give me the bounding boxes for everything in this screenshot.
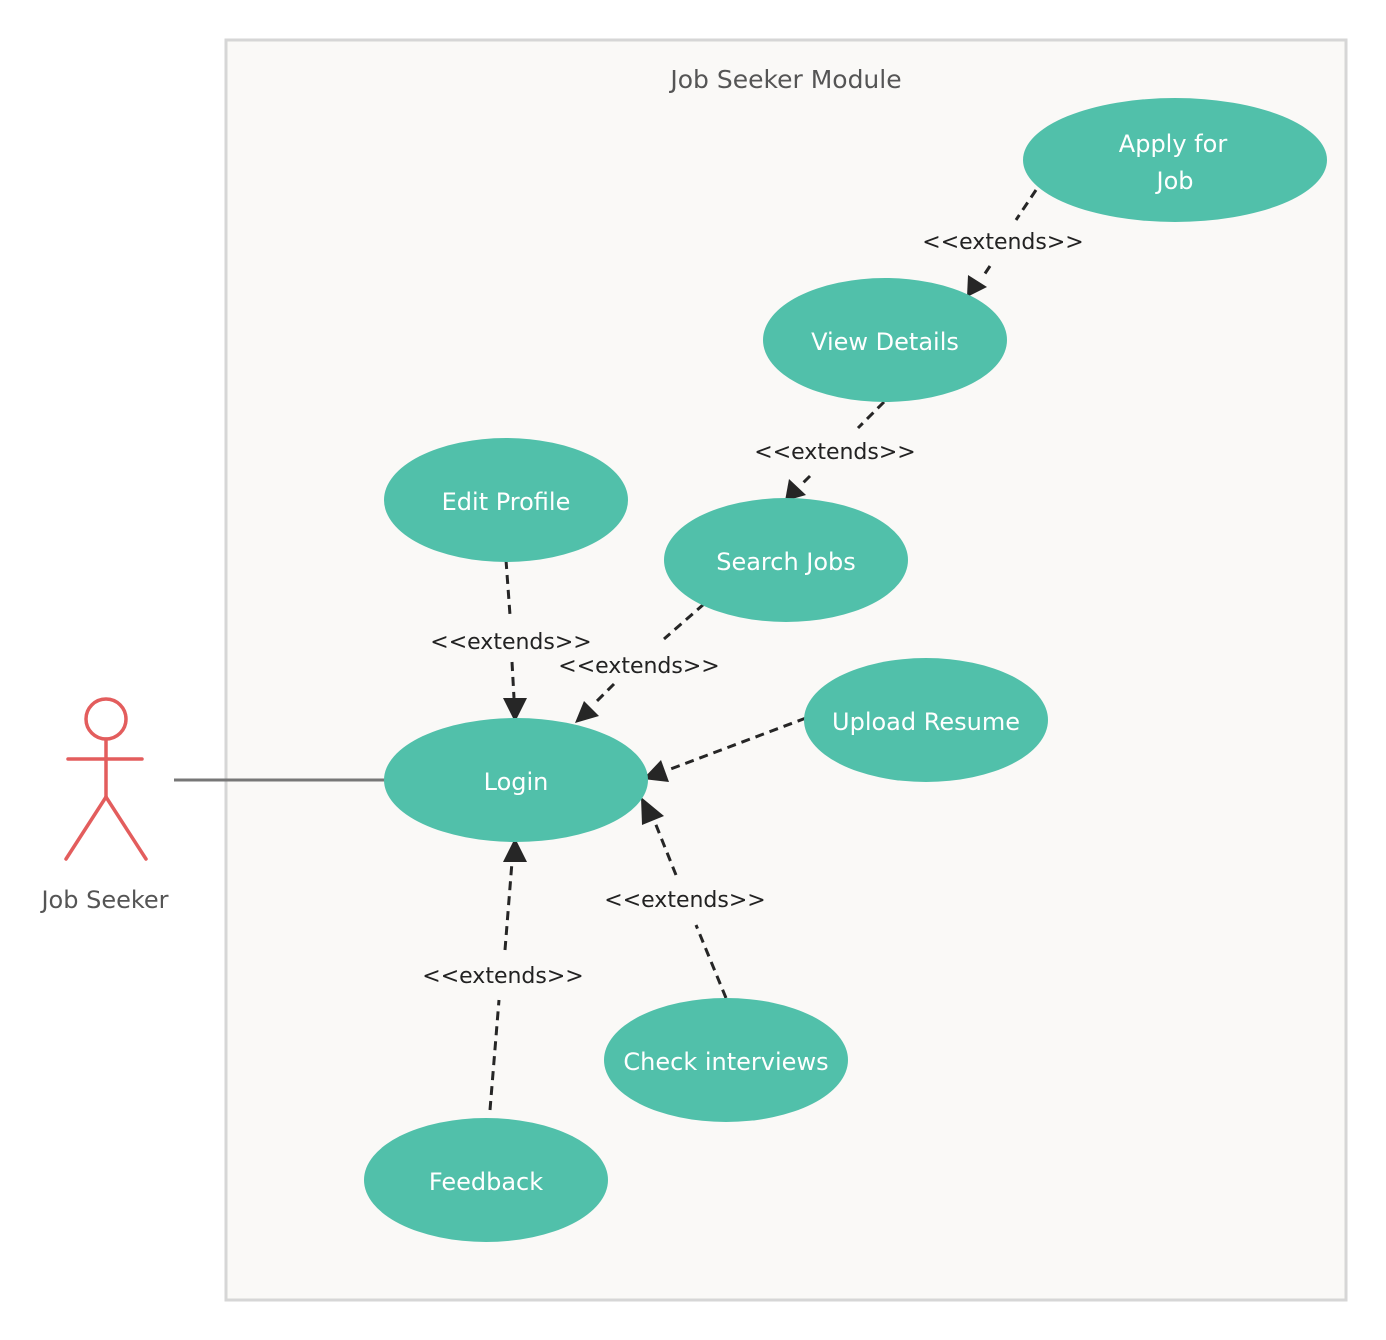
extends-label: <<extends>> (604, 888, 765, 913)
usecase-ellipse (804, 658, 1048, 782)
usecase-search-jobs: Search Jobs (664, 498, 908, 622)
dependency-line (663, 602, 705, 641)
usecase-feedback: Feedback (364, 1118, 608, 1242)
usecase-label: Edit Profile (442, 488, 571, 516)
dependency-line (694, 924, 728, 999)
dependency-line (1014, 189, 1038, 221)
actor-left-leg (64, 795, 108, 861)
usecase-view-details: View Details (763, 278, 1007, 402)
usecase-check-interviews: Check interviews (604, 998, 848, 1122)
usecase-label: Login (484, 768, 549, 796)
usecase-label: Feedback (429, 1168, 543, 1196)
extends-view-to-search: <<extends>> (754, 400, 916, 501)
actor-head (84, 697, 128, 741)
arrowhead (503, 838, 527, 862)
extends-search-to-login: <<extends>> (558, 602, 720, 723)
usecase-label-line-2: Job (1155, 167, 1194, 195)
extends-label: <<extends>> (422, 964, 583, 989)
dependency-line (798, 474, 812, 488)
extends-edit-to-login: <<extends>> (430, 559, 592, 722)
dependency-line (592, 682, 616, 706)
usecase-ellipse (763, 278, 1007, 402)
usecase-login: Login (384, 718, 648, 842)
dependency-upload-to-login (643, 716, 807, 782)
arrowhead (575, 701, 599, 723)
usecase-upload-resume: Upload Resume (804, 658, 1048, 782)
extends-feedback-to-login: <<extends>> (422, 838, 584, 1111)
usecase-label: Upload Resume (832, 708, 1020, 736)
usecase-label: Check interviews (623, 1048, 828, 1076)
arrowhead (785, 479, 806, 501)
dependency-line (980, 265, 992, 279)
extends-label: <<extends>> (430, 630, 591, 655)
dependency-line (667, 716, 807, 772)
arrowhead (967, 275, 987, 297)
usecase-label: View Details (811, 328, 959, 356)
extends-label: <<extends>> (754, 440, 915, 465)
dependency-line (504, 559, 512, 616)
arrowhead (503, 698, 527, 722)
usecase-label: Search Jobs (716, 548, 856, 576)
usecase-ellipse (384, 718, 648, 842)
usecase-apply-for-job: Apply for Job (1023, 98, 1327, 222)
actor-label: Job Seeker (39, 886, 168, 914)
extends-label: <<extends>> (558, 654, 719, 679)
system-title: Job Seeker Module (668, 65, 901, 94)
dependency-line (652, 819, 678, 876)
extends-label: <<extends>> (922, 230, 1083, 255)
usecase-ellipse (364, 1118, 608, 1242)
usecase-ellipse (1023, 98, 1327, 222)
usecase-ellipse (384, 438, 628, 562)
usecase-ellipse (604, 998, 848, 1122)
dependency-line (856, 400, 886, 430)
actor-job-seeker: Job Seeker (39, 697, 169, 914)
actor-right-leg (104, 795, 148, 861)
extends-check-to-login: <<extends>> (604, 797, 766, 999)
dependency-line (510, 661, 516, 699)
usecase-label-line-1: Apply for (1119, 130, 1228, 158)
extends-apply-to-view: <<extends>> (922, 189, 1084, 297)
arrowhead (643, 760, 669, 782)
arrowhead (641, 797, 664, 825)
usecase-edit-profile: Edit Profile (384, 438, 628, 562)
dependency-line (488, 999, 501, 1111)
usecase-ellipse (664, 498, 908, 622)
